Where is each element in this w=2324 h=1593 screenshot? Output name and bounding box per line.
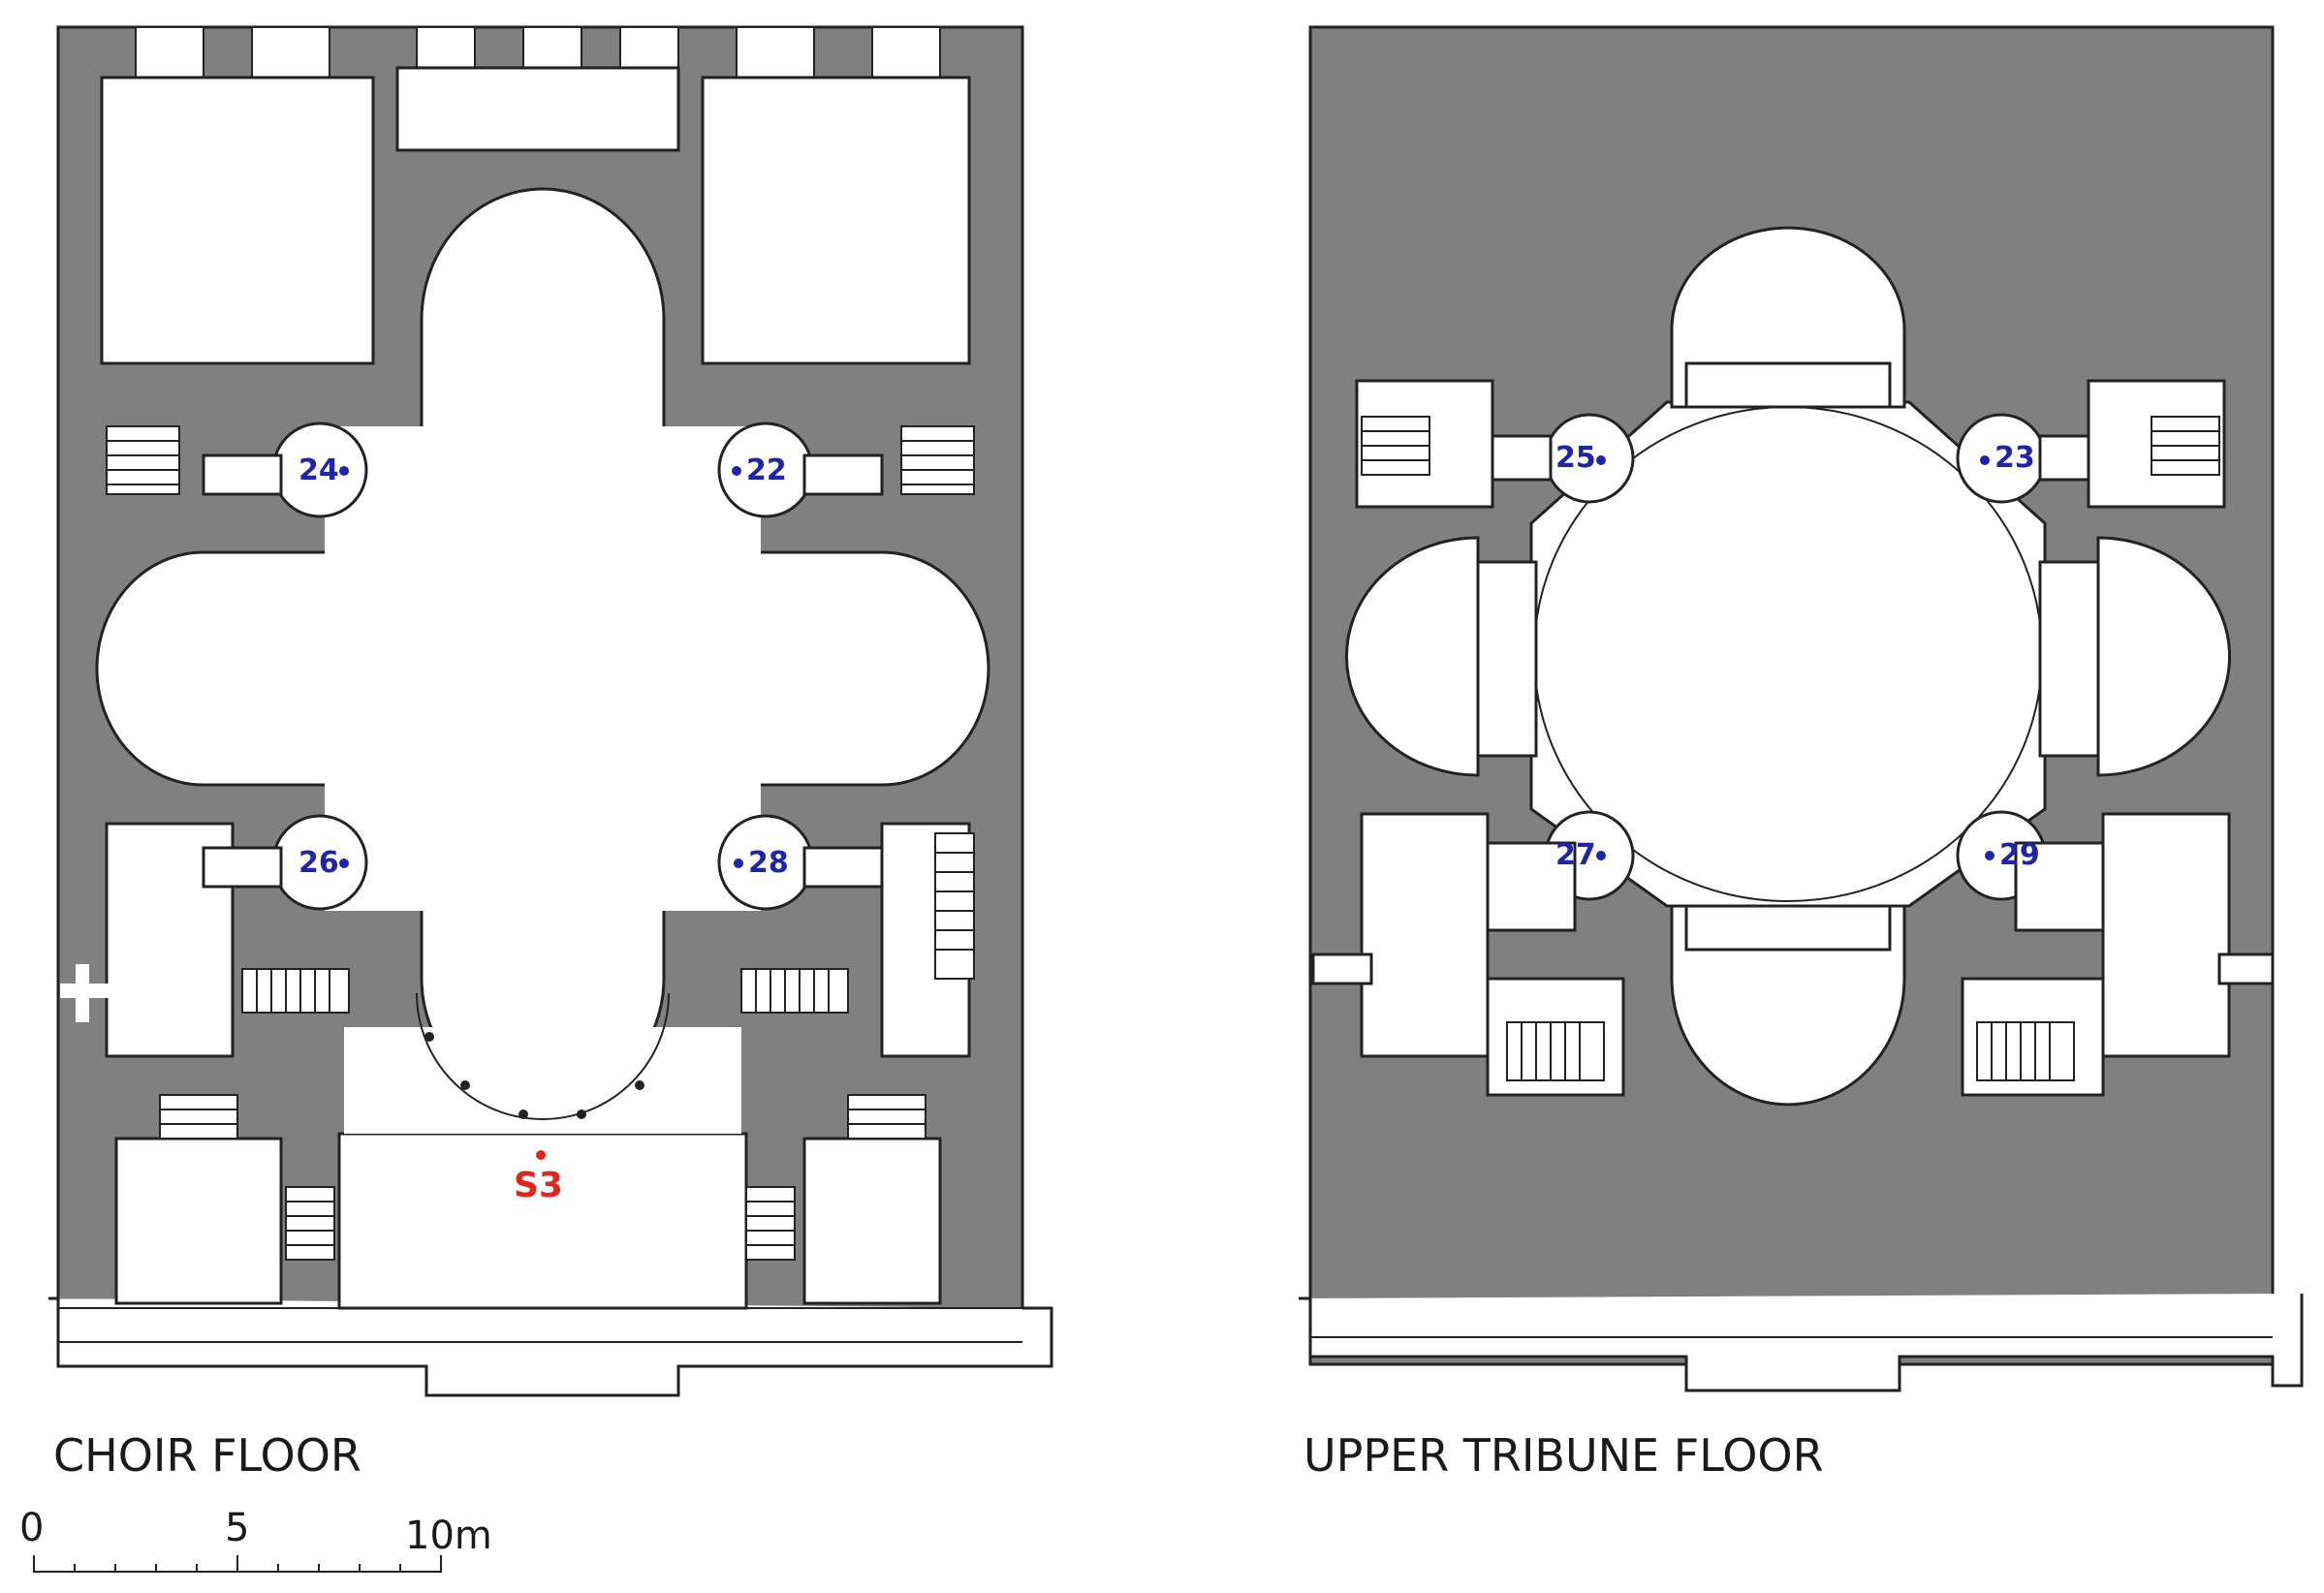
- scale-bar: 0 5 10m: [19, 1506, 492, 1573]
- upper-floor-point-29: 29: [1985, 838, 2040, 872]
- choir-floor-point-s3: S3: [514, 1150, 563, 1205]
- choir-floor-apse-columns: [424, 1032, 644, 1119]
- upper-tribune-floor-caption: UPPER TRIBUNE FLOOR: [1303, 1429, 1824, 1482]
- upper-floor-stairs: [1361, 416, 2220, 1081]
- scale-tick-10m: 10m: [405, 1514, 492, 1558]
- choir-floor-facade-base: [48, 1296, 1053, 1397]
- scale-tick-5: 5: [225, 1506, 249, 1550]
- choir-floor-nave: [95, 187, 990, 1107]
- upper-floor-point-27: 27: [1555, 838, 1606, 872]
- upper-floor-facade-base: [1299, 1294, 2304, 1392]
- svg-text:29: 29: [1999, 838, 2040, 872]
- upper-floor-point-23: 23: [1980, 441, 2035, 475]
- choir-floor-point-24: 24: [298, 453, 349, 487]
- svg-text:27: 27: [1555, 838, 1596, 872]
- choir-floor-stairs: [106, 425, 975, 1261]
- upper-floor-point-25: 25: [1555, 441, 1606, 475]
- choir-floor-plan: 24 22 26 28 S3: [48, 25, 1053, 1397]
- choir-floor-narthex: [337, 1027, 748, 1310]
- upper-floor-exedrae: [1344, 226, 2232, 1107]
- upper-floor-stair-rooms: [1311, 379, 2275, 1097]
- svg-text:S3: S3: [514, 1166, 563, 1205]
- upper-tribune-floor-plan: 25 23 27 29: [1299, 25, 2304, 1392]
- scale-tick-0: 0: [19, 1506, 44, 1550]
- choir-floor-cross-mark: [60, 964, 109, 1022]
- choir-floor-caption: CHOIR FLOOR: [53, 1429, 361, 1482]
- choir-floor-point-28: 28: [734, 846, 789, 880]
- choir-floor-point-26: 26: [298, 846, 349, 880]
- choir-floor-corner-rooms: [100, 66, 971, 1305]
- svg-text:26: 26: [298, 846, 339, 880]
- svg-text:28: 28: [748, 846, 789, 880]
- choir-floor-point-22: 22: [732, 453, 787, 487]
- svg-text:24: 24: [298, 453, 339, 487]
- svg-text:25: 25: [1555, 441, 1596, 475]
- choir-floor-niches: [202, 422, 884, 911]
- svg-text:23: 23: [1994, 441, 2035, 475]
- svg-text:22: 22: [746, 453, 787, 487]
